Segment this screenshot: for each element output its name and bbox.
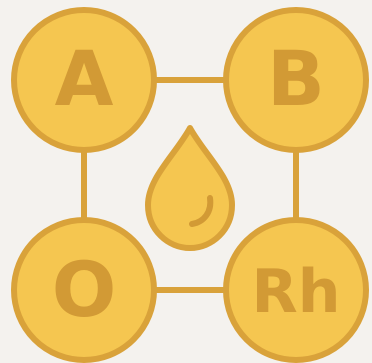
blood-drop-icon (145, 125, 235, 251)
node-a-label: A (55, 34, 114, 123)
node-rh: Rh (223, 217, 369, 363)
node-rh-label: Rh (252, 257, 341, 327)
node-o-label: O (52, 245, 117, 334)
node-a: A (11, 7, 157, 153)
connectors (81, 77, 299, 293)
blood-drop-highlight (189, 195, 214, 227)
node-b-label: B (267, 34, 325, 123)
node-o-circle (11, 217, 157, 363)
blood-drop-shape (145, 125, 235, 251)
node-b: B (223, 7, 369, 153)
node-a-circle (11, 7, 157, 153)
node-rh-circle (223, 217, 369, 363)
node-o: O (11, 217, 157, 363)
node-b-circle (223, 7, 369, 153)
